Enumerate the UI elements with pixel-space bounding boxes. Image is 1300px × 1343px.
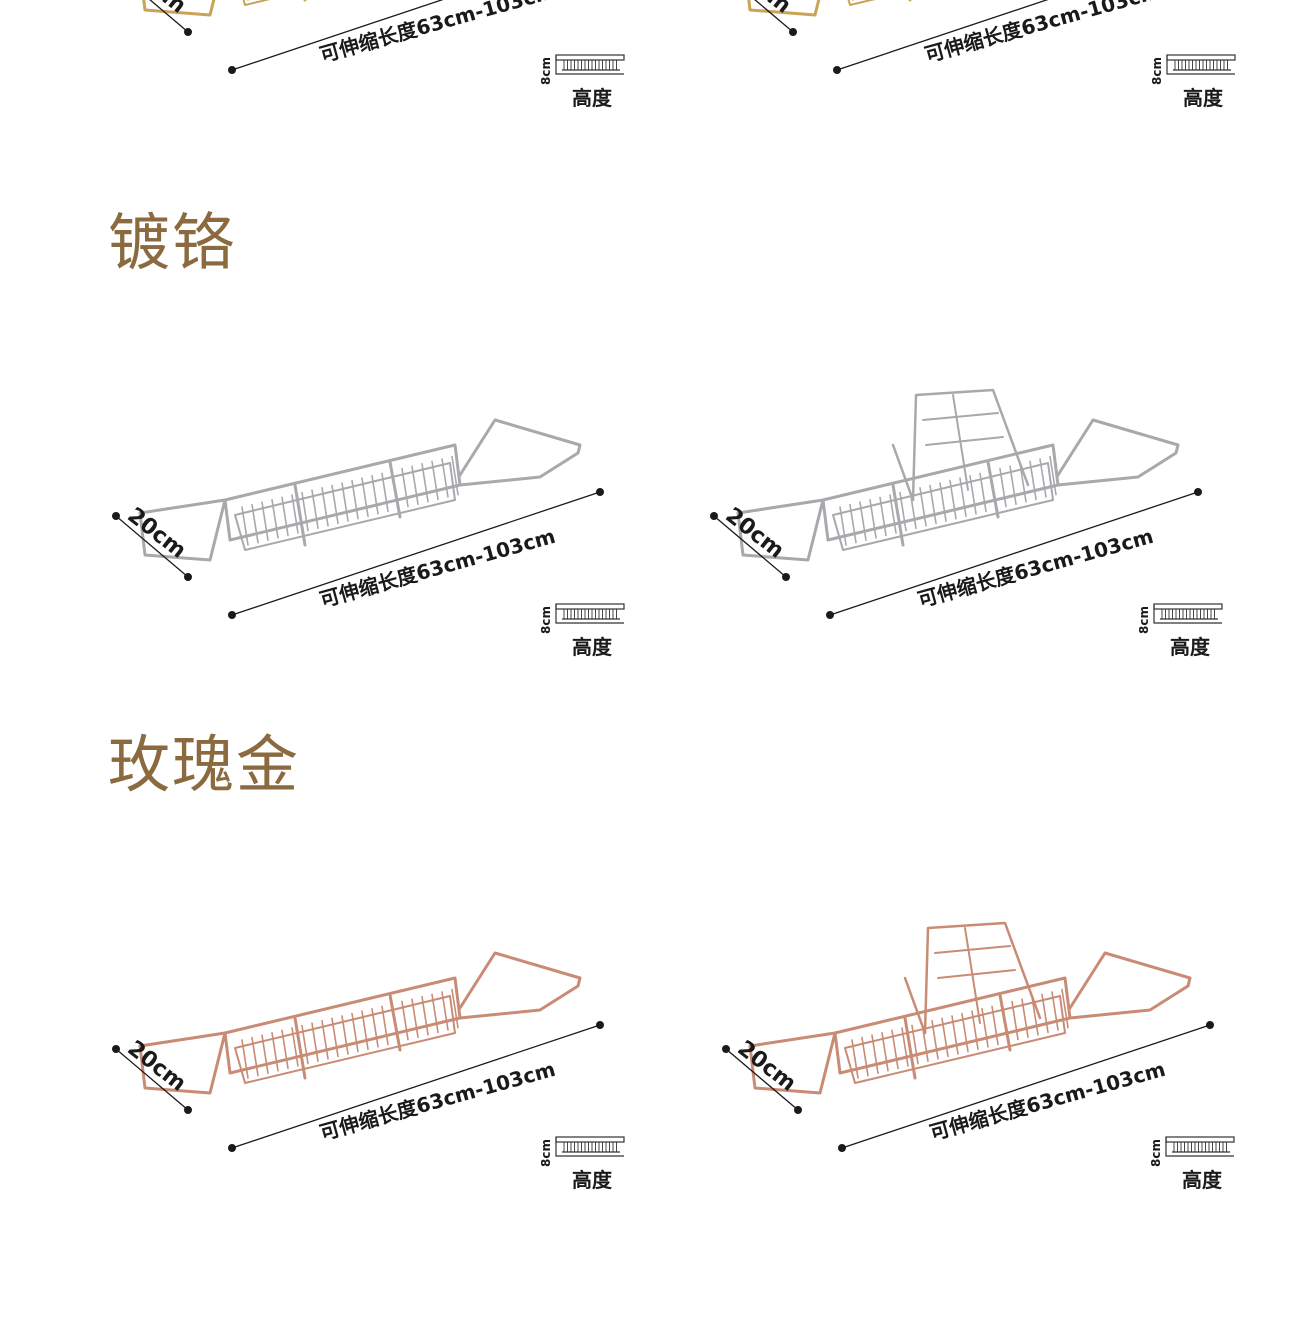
tray-wireframe bbox=[747, 0, 912, 17]
height-legend: 8cm 高度 bbox=[1136, 601, 1238, 661]
tray-wireframe bbox=[748, 921, 1192, 1095]
height-value: 8cm bbox=[538, 1139, 553, 1167]
bath-tray-rose-stand bbox=[748, 921, 1192, 1095]
height-icon bbox=[1165, 1136, 1235, 1157]
height-value: 8cm bbox=[1149, 57, 1164, 85]
product-rose-basic: 20cm 可伸缩长度63cm-103cm 8cm 高度 bbox=[100, 868, 700, 1192]
height-icon bbox=[555, 1136, 625, 1157]
height-icon bbox=[1166, 54, 1236, 75]
tray-wireframe bbox=[142, 0, 307, 17]
dimension-lines bbox=[112, 1021, 604, 1152]
bath-tray-chrome-basic bbox=[138, 418, 582, 562]
bath-tray-chrome-stand bbox=[736, 388, 1180, 562]
height-icon bbox=[555, 54, 625, 75]
height-legend: 8cm 高度 bbox=[538, 1134, 640, 1194]
height-label: 高度 bbox=[1183, 86, 1223, 110]
height-label: 高度 bbox=[572, 1168, 612, 1192]
dimension-lines bbox=[112, 488, 604, 619]
height-icon bbox=[555, 603, 625, 624]
product-chrome-basic: 20cm 可伸缩长度63cm-103cm 8cm 高度 bbox=[100, 335, 700, 659]
dimension-lines bbox=[149, 0, 444, 74]
height-icon bbox=[1153, 603, 1223, 624]
height-label: 高度 bbox=[572, 86, 612, 110]
product-gold-basic: 20cm 可伸缩长度63cm-103cm 8cm 高度 bbox=[100, 0, 700, 110]
height-label: 高度 bbox=[1182, 1168, 1222, 1192]
section-title: 玫瑰金 bbox=[108, 728, 301, 801]
tray-wireframe bbox=[138, 951, 582, 1095]
height-legend: 8cm 高度 bbox=[1149, 52, 1251, 112]
dimension-lines bbox=[754, 0, 1049, 74]
product-rose-stand: 20cm 可伸缩长度63cm-103cm 8cm 高度 bbox=[710, 868, 1300, 1192]
product-chrome-stand: 20cm 可伸缩长度63cm-103cm 8cm 高度 bbox=[698, 335, 1298, 659]
dimension-lines bbox=[710, 488, 1202, 619]
height-value: 8cm bbox=[538, 606, 553, 634]
tray-wireframe bbox=[138, 418, 582, 562]
bath-tray-rose-basic bbox=[138, 951, 582, 1095]
bath-tray-gold-basic bbox=[142, 0, 307, 17]
height-value: 8cm bbox=[1148, 1139, 1163, 1167]
tray-wireframe bbox=[736, 388, 1180, 562]
dimension-lines bbox=[722, 1021, 1214, 1152]
height-label: 高度 bbox=[1170, 635, 1210, 659]
product-gold-stand: 20cm 可伸缩长度63cm-103cm 8cm 高度 bbox=[705, 0, 1300, 110]
height-label: 高度 bbox=[572, 635, 612, 659]
height-legend: 8cm 高度 bbox=[538, 601, 640, 661]
height-value: 8cm bbox=[1136, 606, 1151, 634]
height-value: 8cm bbox=[538, 57, 553, 85]
height-legend: 8cm 高度 bbox=[1148, 1134, 1250, 1194]
bath-tray-gold-stand bbox=[747, 0, 912, 17]
height-legend: 8cm 高度 bbox=[538, 52, 640, 112]
section-title: 镀铬 bbox=[108, 206, 237, 279]
